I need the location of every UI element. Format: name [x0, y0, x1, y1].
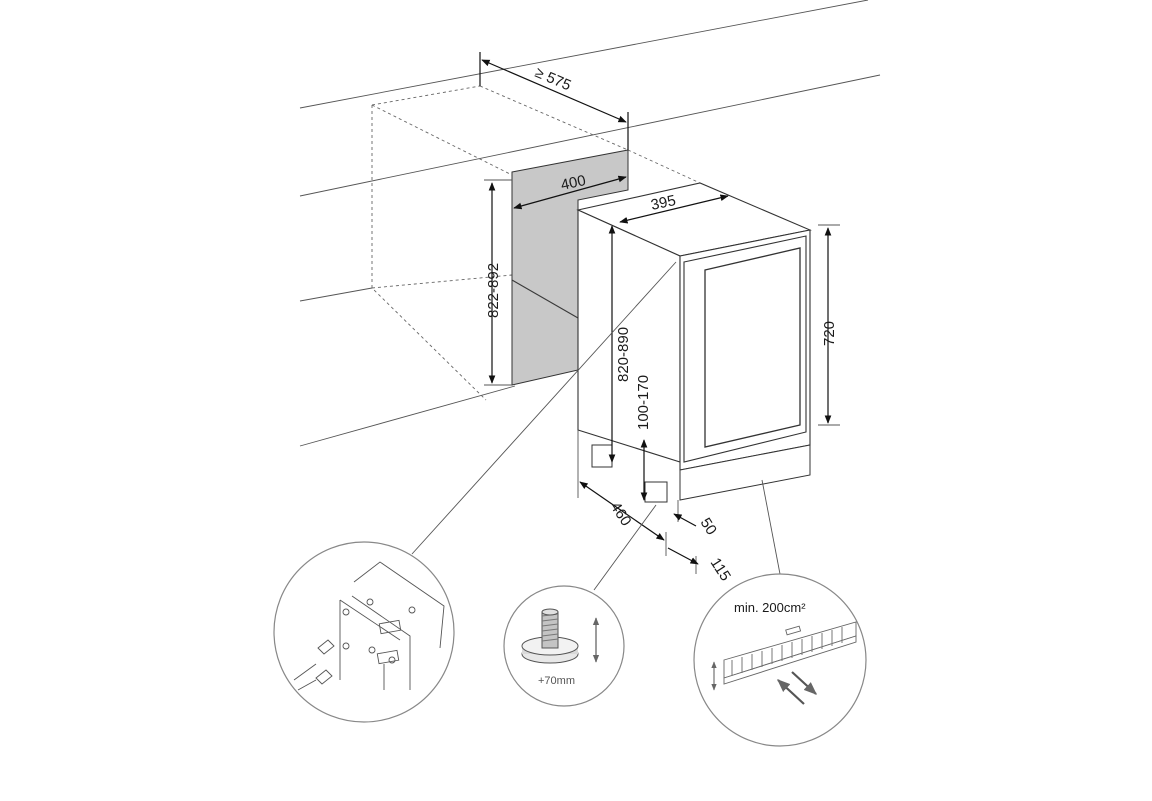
detail-adjustable-foot: +70mm	[503, 585, 625, 707]
plinth-panel	[679, 444, 811, 501]
foot-adjust-label: +70mm	[538, 675, 575, 687]
dim-plinth-setback: 50	[697, 515, 720, 538]
dim-niche-width: 400	[559, 172, 587, 194]
detail-ventilation: min. 200cm²	[693, 573, 867, 747]
ventilation-grille-icon	[723, 621, 857, 685]
dim-appliance-width: 395	[649, 192, 677, 214]
dim-niche-depth: ≥ 575	[532, 64, 573, 94]
dim-plinth-height: 100-170	[635, 375, 652, 430]
ventilation-label: min. 200cm²	[734, 600, 806, 615]
wine-cooler	[576, 182, 812, 503]
dim-niche-height: 822-892	[485, 263, 502, 318]
dimension-lines	[479, 52, 840, 574]
counter-lines	[299, 0, 881, 447]
glass-pane	[704, 247, 801, 448]
dim-door-height: 720	[821, 321, 838, 346]
leader-lines	[411, 261, 781, 591]
foot	[644, 481, 668, 503]
airflow-out-arrow	[791, 671, 817, 695]
dim-appliance-height: 820-890	[615, 327, 632, 382]
dim-vent-setback: 115	[707, 555, 734, 584]
foot	[591, 444, 613, 468]
adjustable-foot-icon	[521, 608, 579, 664]
airflow-in-arrow	[777, 679, 805, 705]
detail-mounting	[273, 541, 455, 723]
